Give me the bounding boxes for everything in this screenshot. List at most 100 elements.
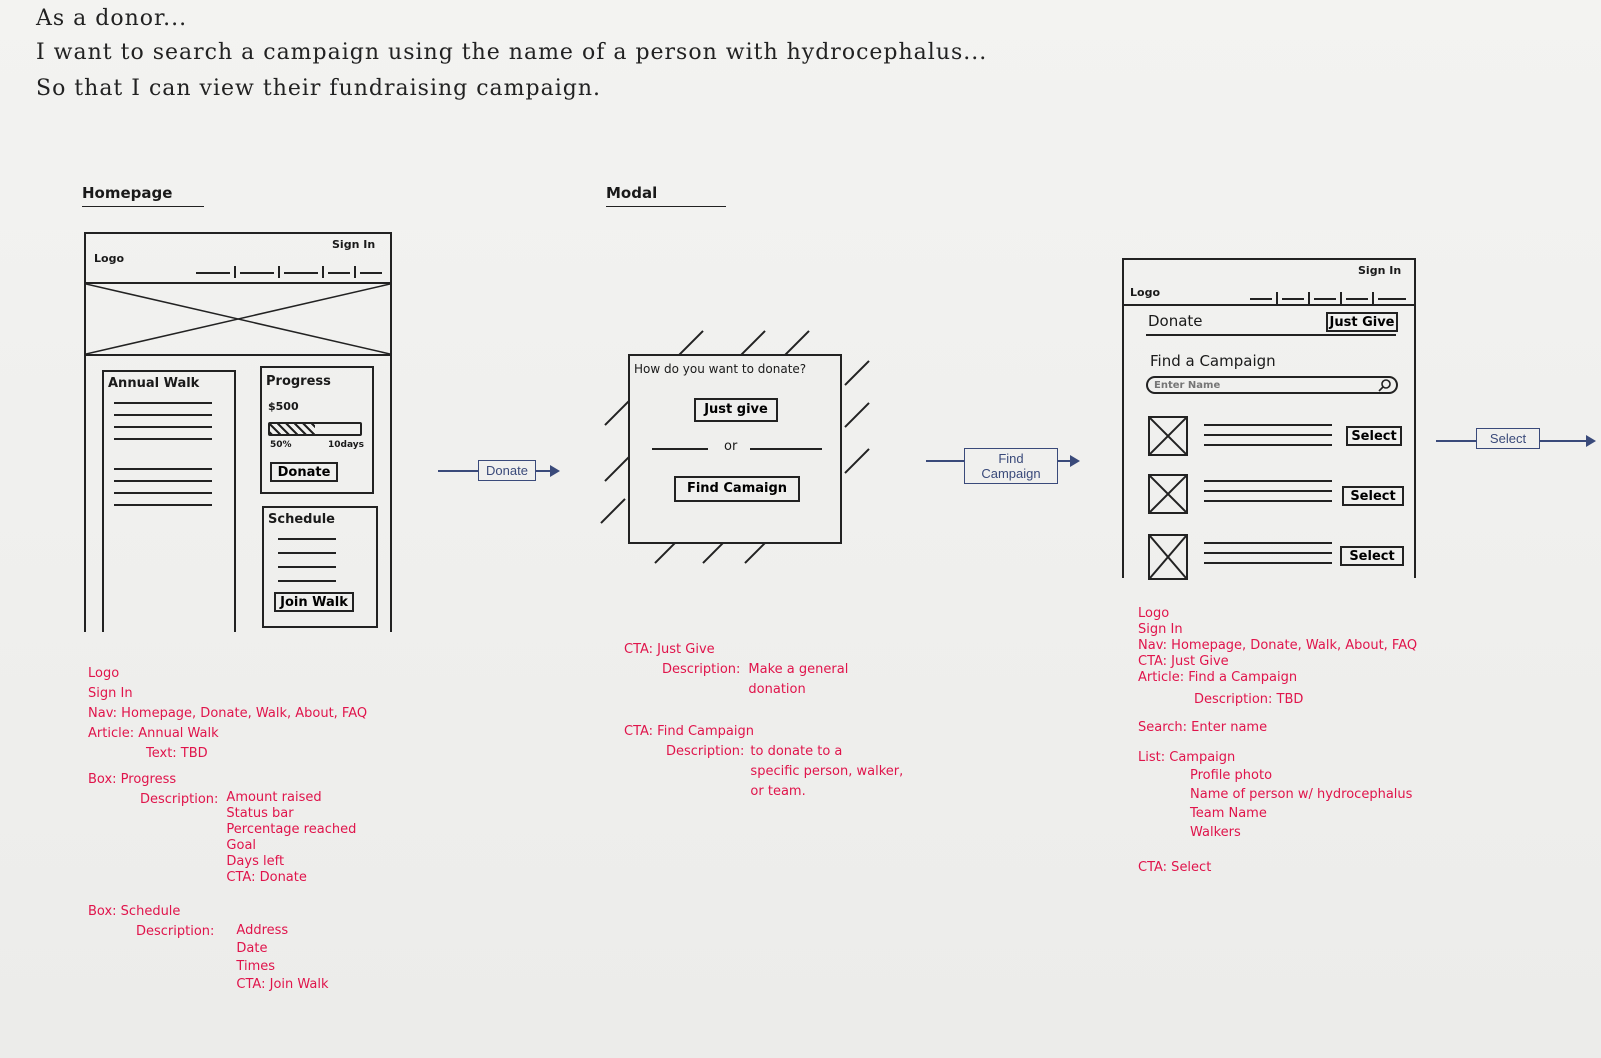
note-modal-desc2-l1: to donate to a xyxy=(750,744,843,759)
homepage-logo: Logo xyxy=(94,252,124,265)
list-item: Select xyxy=(1124,472,1414,518)
note-c-list-item-1: Name of person w/ hydrocephalus xyxy=(1190,787,1413,802)
note-article: Article: Annual Walk xyxy=(88,726,219,741)
note-c-desc: Description: TBD xyxy=(1194,692,1304,707)
campaign-notes: Logo Sign In Nav: Homepage, Donate, Walk… xyxy=(1138,606,1417,876)
donate-button[interactable]: Donate xyxy=(270,462,338,482)
progress-title: Progress xyxy=(266,374,331,389)
note-desc2-item-3: CTA: Join Walk xyxy=(236,977,329,992)
note-cta-just-give: CTA: Just Give xyxy=(624,642,715,657)
homepage-notes: Logo Sign In Nav: Homepage, Donate, Walk… xyxy=(88,664,367,994)
note-desc1-item-4: Days left xyxy=(226,854,285,869)
note-logo: Logo xyxy=(88,666,120,681)
modal-question: How do you want to donate? xyxy=(634,362,807,376)
note-modal-desc1-l2: donation xyxy=(748,682,806,697)
campaign-donate-title: Donate xyxy=(1148,312,1203,330)
note-box-progress: Box: Progress xyxy=(88,772,177,787)
campaign-logo: Logo xyxy=(1130,286,1160,299)
note-modal-desc2-l2: specific person, walker, xyxy=(750,764,904,779)
arrow-2-find-campaign[interactable]: Find Campaign xyxy=(964,448,1058,484)
story-line-2: I want to search a campaign using the na… xyxy=(36,40,988,65)
find-campaign-title: Find a Campaign xyxy=(1150,352,1276,370)
arrow-2-head-icon xyxy=(1070,455,1080,467)
note-c-list-item-0: Profile photo xyxy=(1190,768,1273,783)
note-desc1-label: Description: xyxy=(140,792,219,807)
note-box-schedule: Box: Schedule xyxy=(88,904,181,919)
homepage-section-title: Homepage xyxy=(82,184,204,207)
story-line-1: As a donor... xyxy=(36,6,188,31)
campaign-wireframe: Sign In Logo Donate Just Give Find a Cam… xyxy=(1122,258,1416,580)
campaign-just-give-button[interactable]: Just Give xyxy=(1326,312,1398,332)
profile-photo xyxy=(1148,534,1188,580)
find-campaign-button[interactable]: Find Camaign xyxy=(674,476,800,502)
note-c-search: Search: Enter name xyxy=(1138,720,1268,735)
homepage-wireframe: Logo Sign In Annual Walk Progress $500 5… xyxy=(84,232,392,632)
select-button[interactable]: Select xyxy=(1342,486,1404,506)
progress-box: Progress $500 50% 10days Donate xyxy=(260,366,374,494)
profile-photo xyxy=(1148,416,1188,456)
note-desc2-item-1: Date xyxy=(236,941,268,956)
campaign-sign-in[interactable]: Sign In xyxy=(1358,264,1402,277)
list-item: Select xyxy=(1124,412,1414,458)
note-c-article: Article: Find a Campaign xyxy=(1138,670,1298,685)
modal-notes: CTA: Just Give Description: Make a gener… xyxy=(624,640,903,802)
just-give-button[interactable]: Just give xyxy=(694,398,778,422)
article-title: Annual Walk xyxy=(108,376,200,391)
note-c-sign-in: Sign In xyxy=(1138,622,1183,637)
arrow-3-select[interactable]: Select xyxy=(1476,428,1540,449)
campaign-search[interactable] xyxy=(1146,376,1398,394)
article-box: Annual Walk xyxy=(102,370,236,632)
arrow-1-donate[interactable]: Donate xyxy=(478,460,536,481)
progress-amount: $500 xyxy=(268,400,299,413)
note-desc1-item-1: Status bar xyxy=(226,806,294,821)
note-modal-desc1-label: Description: xyxy=(662,662,741,677)
search-icon[interactable] xyxy=(1378,378,1392,392)
note-c-list-item-2: Team Name xyxy=(1190,806,1267,821)
note-modal-desc2-label: Description: xyxy=(666,744,745,759)
homepage-nav[interactable] xyxy=(196,266,382,278)
arrow-2-line xyxy=(926,460,964,462)
note-desc1-item-0: Amount raised xyxy=(226,790,322,805)
schedule-title: Schedule xyxy=(268,512,335,527)
arrow-3-head-icon xyxy=(1586,435,1596,447)
note-c-logo: Logo xyxy=(1138,606,1170,621)
note-nav: Nav: Homepage, Donate, Walk, About, FAQ xyxy=(88,706,368,721)
modal-or: or xyxy=(724,439,738,454)
note-desc1-item-5: CTA: Donate xyxy=(226,870,307,885)
note-desc2-item-0: Address xyxy=(236,923,289,938)
note-c-cta-select: CTA: Select xyxy=(1138,860,1212,875)
note-modal-desc2-l3: or team. xyxy=(750,784,806,799)
note-desc2-label: Description: xyxy=(136,924,215,939)
select-button[interactable]: Select xyxy=(1340,546,1404,566)
progress-bar xyxy=(268,422,362,436)
note-text: Text: TBD xyxy=(146,746,208,761)
arrow-1-line xyxy=(438,470,478,472)
note-c-list: List: Campaign xyxy=(1138,750,1236,765)
progress-percent: 50% xyxy=(270,440,292,450)
arrow-2-line-2 xyxy=(1058,460,1072,462)
join-walk-button[interactable]: Join Walk xyxy=(274,592,354,612)
modal-section-title: Modal xyxy=(606,184,726,207)
profile-photo xyxy=(1148,474,1188,514)
note-sign-in: Sign In xyxy=(88,686,133,701)
note-desc1-item-2: Percentage reached xyxy=(226,822,357,837)
select-button[interactable]: Select xyxy=(1346,426,1402,446)
arrow-3-line-2 xyxy=(1540,440,1588,442)
modal-dialog: How do you want to donate? Just give or … xyxy=(628,354,842,544)
list-item: Select xyxy=(1124,530,1414,580)
note-c-list-item-3: Walkers xyxy=(1190,825,1241,840)
progress-days: 10days xyxy=(328,440,364,450)
arrow-1-line-2 xyxy=(536,470,552,472)
arrow-3-line xyxy=(1436,440,1476,442)
schedule-box: Schedule Join Walk xyxy=(262,506,378,628)
campaign-nav[interactable] xyxy=(1250,292,1408,304)
story-line-3: So that I can view their fundraising cam… xyxy=(36,76,602,101)
note-desc2-item-2: Times xyxy=(236,959,276,974)
homepage-sign-in[interactable]: Sign In xyxy=(332,238,376,251)
campaign-search-input[interactable] xyxy=(1154,378,1364,392)
arrow-1-head-icon xyxy=(550,465,560,477)
note-desc1-item-3: Goal xyxy=(226,838,257,853)
